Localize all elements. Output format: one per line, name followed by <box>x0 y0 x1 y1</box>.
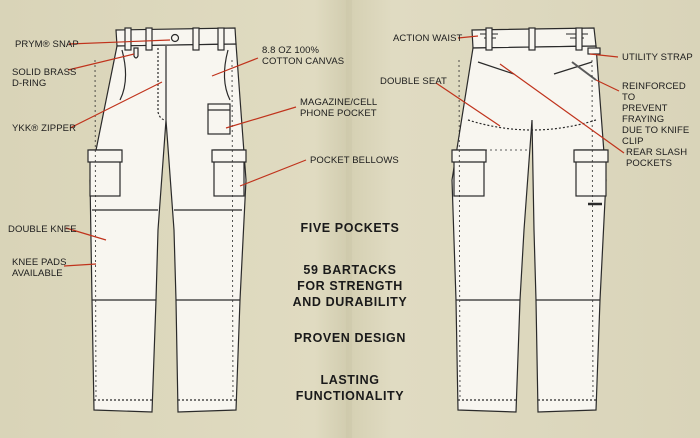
front-slash-pocket <box>119 49 127 101</box>
belt-loop <box>124 27 132 51</box>
feature-five-pockets: FIVE POCKETS <box>300 221 400 235</box>
leader-reinforced <box>595 79 620 92</box>
leader-magazine-pocket <box>225 106 297 129</box>
page-fold <box>346 0 352 438</box>
back-legs <box>451 45 607 413</box>
front-legs <box>89 43 247 413</box>
leader-rear-slash <box>499 63 625 154</box>
leader-prym-snap <box>68 39 171 45</box>
leader-utility-strap <box>589 53 619 58</box>
front-side-stitch <box>94 59 234 401</box>
pants-front-view <box>87 27 247 413</box>
belt-loop <box>528 27 536 51</box>
back-right-cargo-flap <box>573 149 609 163</box>
leader-ykk-zipper <box>69 81 163 129</box>
belt-loop <box>575 27 583 51</box>
belt-loop <box>145 27 153 51</box>
label-double-seat: DOUBLE SEAT <box>380 76 447 87</box>
left-cargo-flap <box>87 149 123 163</box>
back-side-stitch <box>458 59 594 401</box>
label-pocket-bellows: POCKET BELLOWS <box>310 155 399 166</box>
label-rear-slash-pockets: REAR SLASH POCKETS <box>626 147 688 169</box>
label-double-knee: DOUBLE KNEE <box>8 224 77 235</box>
label-canvas: 8.8 OZ 100% COTTON CANVAS <box>262 45 345 67</box>
feature-bartacks: 59 BARTACKS FOR STRENGTH AND DURABILITY <box>292 263 408 309</box>
leader-double-seat <box>435 82 501 127</box>
pants-back-view <box>451 27 609 413</box>
leader-action-waist <box>457 35 479 39</box>
leader-pocket-bellows <box>239 159 307 187</box>
utility-strap <box>587 47 601 55</box>
feature-lasting-functionality: LASTING FUNCTIONALITY <box>295 373 405 403</box>
left-knee-panel <box>92 209 158 301</box>
label-action-waist: ACTION WAIST <box>393 33 463 44</box>
leader-knee-pads <box>63 263 97 267</box>
back-left-cargo-flap <box>451 149 487 163</box>
right-knee-panel <box>174 209 242 301</box>
label-utility-strap: UTILITY STRAP <box>622 52 693 63</box>
label-ykk-zipper: YKK® ZIPPER <box>12 123 77 134</box>
rear-slash-pocket <box>553 61 593 75</box>
label-magazine-pocket: MAGAZINE/CELL PHONE POCKET <box>300 97 378 119</box>
leader-lines <box>63 35 625 267</box>
label-prym-snap: PRYM® SNAP <box>15 39 79 50</box>
belt-loop <box>217 27 225 51</box>
right-cargo-flap <box>211 149 247 163</box>
rear-slash-pocket <box>477 61 515 75</box>
belt-loop <box>192 27 200 51</box>
front-slash-pocket <box>223 49 231 101</box>
magazine-pocket <box>207 103 231 135</box>
belt-loop <box>485 27 493 51</box>
leader-double-knee <box>65 227 107 241</box>
double-seat-stitch <box>467 119 597 131</box>
leader-canvas <box>211 57 259 77</box>
feature-proven-design: PROVEN DESIGN <box>294 331 406 345</box>
label-reinforced: REINFORCED TO PREVENT FRAYING DUE TO KNI… <box>622 81 690 147</box>
label-d-ring: SOLID BRASS D-RING <box>12 67 77 89</box>
leader-d-ring <box>67 53 135 71</box>
label-knee-pads: KNEE PADS AVAILABLE <box>12 257 67 279</box>
snap-button <box>170 33 180 43</box>
front-fly-stitch <box>157 48 167 121</box>
d-ring <box>133 47 139 59</box>
